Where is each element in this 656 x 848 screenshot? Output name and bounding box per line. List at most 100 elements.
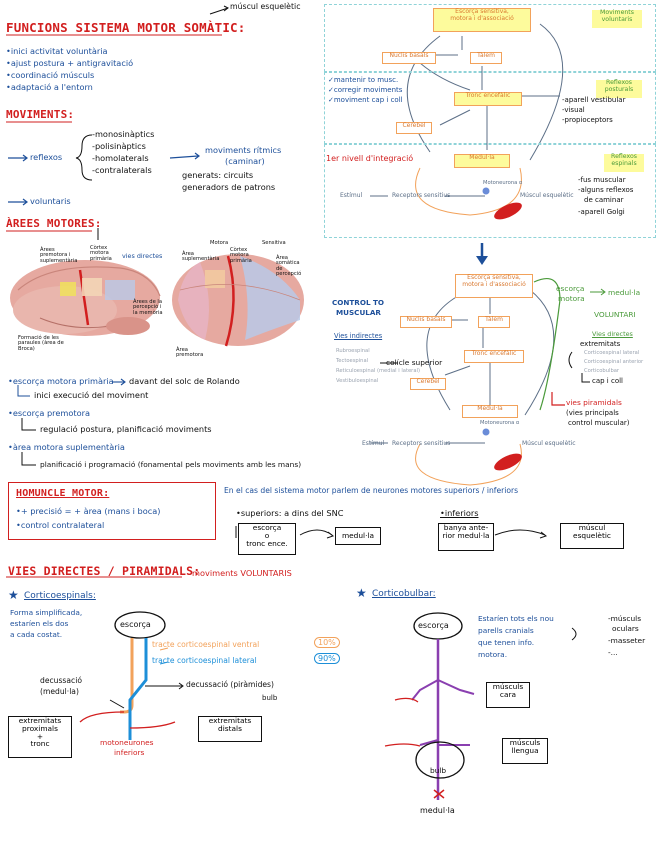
- d2-indirect-item: Reticuloespinal (medial i lateral): [336, 368, 420, 374]
- cb-muscle-item: oculars: [612, 624, 639, 633]
- supplementary-label: •àrea motora suplementària: [8, 442, 125, 452]
- medulla-label: medul·la: [420, 806, 455, 815]
- corticospinal-desc: a cada costat.: [10, 630, 63, 639]
- d1-vestib: -propioceptors: [562, 116, 613, 124]
- corticospinal-desc: Forma simplificada,: [10, 608, 83, 617]
- arrow-to-muscle: [209, 7, 229, 15]
- d2-cerebellum-box: Cerebel: [410, 378, 446, 390]
- homunculus-title: HOMUNCLE MOTOR:: [16, 488, 110, 499]
- d2-colliculus: colícle superior: [386, 358, 443, 367]
- d2-control-sub: MUSCULAR: [336, 308, 381, 317]
- bulb-label: bulb: [430, 766, 447, 775]
- d1-cerebellum-box: Cerebel: [396, 122, 432, 134]
- d1-thalamus-box: Tàlem: [470, 52, 502, 64]
- lateral-percentage: 90%: [314, 653, 340, 664]
- direct-paths-label: vies directes: [122, 252, 163, 260]
- superior-label: •superiors: a dins del SNC: [236, 508, 344, 518]
- d2-to-medulla: medul·la: [608, 288, 641, 297]
- d2-pyramidal: vies piramidals: [566, 398, 622, 407]
- d2-thalamus-box: Tàlem: [478, 316, 510, 328]
- supplementary-desc: planificació i programació (fonamental p…: [40, 460, 302, 469]
- medulla-box: medul·la: [335, 527, 381, 545]
- d2-direct-item: Corticoespinal lateral: [584, 350, 640, 356]
- primary-motor-location: davant del solc de Rolando: [129, 376, 240, 386]
- decussation-medulla: decussació: [40, 676, 82, 685]
- lateral-tract: tracte corticoespinal lateral: [152, 656, 257, 665]
- corticobulbar-title: Corticobulbar:: [372, 589, 436, 599]
- d1-spinal-item: de caminar: [584, 196, 624, 204]
- function-item: •inici activitat voluntària: [6, 46, 108, 56]
- homunculus-box: [8, 482, 216, 540]
- pyramidal-title: VIES DIRECTES / PIRAMIDALS:: [8, 564, 201, 578]
- d2-basal-box: Nuclis basals: [400, 316, 452, 328]
- primary-motor-label: •escorça motora primària: [8, 376, 114, 386]
- function-item: •coordinació músculs: [6, 70, 95, 80]
- decussation-pyramids: decussació (piràmides): [186, 680, 274, 689]
- brain-label: Motora: [210, 240, 229, 246]
- d1-first-level: 1er nivell d'integració: [326, 154, 414, 163]
- corticobulbar-desc: parells cranials: [478, 626, 534, 635]
- bulb-note: bulb: [262, 694, 278, 702]
- areas-title: ÀREES MOTORES:: [6, 217, 102, 230]
- reflex-type: -monosinàptics: [92, 129, 155, 139]
- d2-direct-item: Corticobulbar: [584, 368, 620, 374]
- d1-receptors: Receptors sensitius: [392, 192, 451, 199]
- cortex-label: escorça: [120, 620, 151, 629]
- cb-muscle-item: -músculs: [608, 614, 642, 623]
- inferior-label: •inferiors: [440, 508, 479, 518]
- cb-cortex-label: escorça: [418, 621, 449, 630]
- corticobulbar-diagram: [384, 612, 577, 800]
- d1-vestib: -visual: [562, 106, 585, 114]
- d2-muscle: Múscul esquelètic: [522, 440, 576, 447]
- generated-line: generadors de patrons: [182, 182, 276, 192]
- rhythmic-label: moviments rítmics: [205, 145, 282, 155]
- brain-label: Còrtex motora primària: [90, 245, 112, 262]
- premotor-desc: regulació postura, planificació moviment…: [40, 424, 212, 434]
- d2-voluntary: VOLUNTARI: [594, 310, 636, 319]
- d2-cortex-box: Escorça sensitiva,motora i d'associació: [455, 274, 533, 298]
- d2-stimulus: Estímul: [362, 440, 385, 447]
- d2-direct-item: Corticoespinal anterior: [584, 359, 644, 365]
- d1-cortex-box: Escorça sensitiva,motora i d'associació: [433, 8, 531, 32]
- anterior-horn-box: banya ante-rior medul·la: [438, 523, 494, 551]
- function-item: •adaptació a l'entorn: [6, 82, 93, 92]
- d2-receptors: Receptors sensitius: [392, 440, 451, 447]
- homunculus-line: •control contralateral: [16, 520, 105, 530]
- cb-muscle-item: -...: [608, 648, 618, 657]
- brain-label: Àrees premotora i suplementària: [40, 247, 78, 264]
- homunculus-line: •+ precisió = + àrea (mans i boca): [16, 506, 161, 516]
- brain-label: Àrea suplementària: [182, 251, 220, 263]
- ventral-tract: tracte corticoespinal ventral: [152, 640, 260, 649]
- brain-label: Formació de les paraules (àrea de Broca): [18, 335, 64, 352]
- d1-muscle: Múscul esquelètic: [520, 192, 574, 199]
- d1-check: ✓corregir moviments: [328, 86, 403, 94]
- d1-motoneuron: Motoneurona α: [483, 180, 523, 186]
- ventral-percentage: 10%: [314, 637, 340, 648]
- brain-right-illustration: [172, 254, 304, 347]
- rhythmic-sub: (caminar): [225, 156, 265, 166]
- diagram1-arrows: [406, 23, 564, 161]
- d1-check: ✓mantenir to musc.: [328, 76, 399, 84]
- premotor-label: •escorça premotora: [8, 408, 90, 418]
- function-item: •ajust postura + antigravitació: [6, 58, 134, 68]
- d2-indirect-title: Vies indirectes: [334, 332, 383, 340]
- d1-spinal-item: -fus muscular: [578, 176, 626, 184]
- brain-label: Sensitiva: [262, 240, 286, 246]
- d2-motoneuron: Motoneurona α: [480, 420, 520, 426]
- pyramidal-subtitle: moviments VOLUNTARIS: [192, 568, 292, 578]
- d2-motor-cortex: escorça: [556, 284, 585, 293]
- d1-stimulus: Estímul: [340, 192, 363, 199]
- d1-spinal-item: -alguns reflexos: [578, 186, 634, 194]
- brain-label: Àrees de la percepció i la memòria: [133, 299, 163, 316]
- d2-indirect-item: Vestibuloespinal: [336, 378, 379, 384]
- muscle-note: múscul esquelètic: [230, 2, 301, 11]
